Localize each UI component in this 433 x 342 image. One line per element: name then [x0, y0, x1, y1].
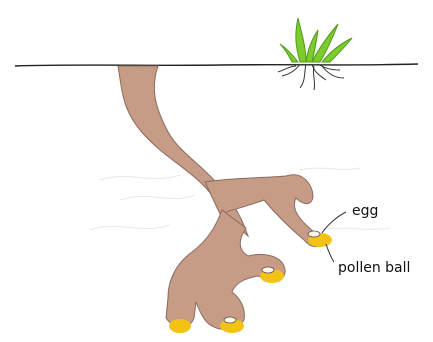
- pollen-ball-bottom-left: [169, 319, 191, 333]
- pollen-ball-pointer-line: [326, 244, 334, 262]
- grass-blades: [280, 18, 352, 62]
- egg-mid: [262, 267, 274, 273]
- burrow-tunnels: [118, 66, 326, 329]
- grass-tuft-icon: [278, 18, 352, 90]
- egg-label: egg: [352, 203, 378, 219]
- pollen-ball-label: pollen ball: [338, 260, 410, 276]
- soil-surface-line: [15, 64, 418, 66]
- egg-right: [308, 231, 320, 237]
- egg-bottom-middle: [224, 317, 236, 323]
- plant-roots: [278, 64, 344, 90]
- egg-pointer-line: [322, 212, 346, 233]
